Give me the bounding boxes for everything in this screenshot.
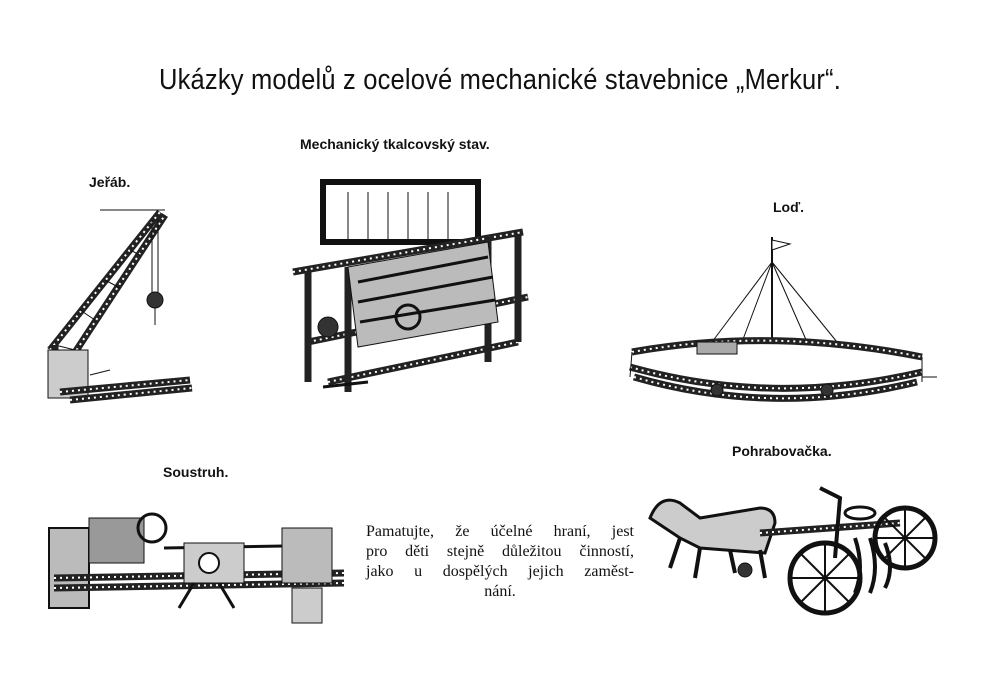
page-title: Ukázky modelů z ocelové mechanické stave… — [159, 64, 841, 96]
note-paragraph: Pamatujte, že účelné hraní, jest pro dět… — [366, 522, 634, 602]
crane-illustration — [47, 209, 193, 404]
rake-illustration — [648, 486, 938, 616]
note-line: Pamatujte, že účelné hraní, jest — [366, 523, 634, 540]
ship-illustration — [629, 237, 937, 402]
caption-lathe: Soustruh. — [163, 464, 229, 480]
note-line: jako u dospělých jejich zaměst- — [366, 563, 634, 580]
lathe-illustration — [48, 512, 345, 624]
caption-crane: Jeřáb. — [89, 174, 131, 190]
note-line: nání. — [484, 583, 516, 600]
caption-rake: Pohrabovačka. — [732, 443, 832, 459]
note-line: pro děti stejně důležitou činností, — [366, 543, 634, 560]
loom-illustration — [292, 179, 529, 392]
caption-ship: Loď. — [773, 199, 805, 215]
caption-loom: Mechanický tkalcovský stav. — [300, 136, 490, 152]
